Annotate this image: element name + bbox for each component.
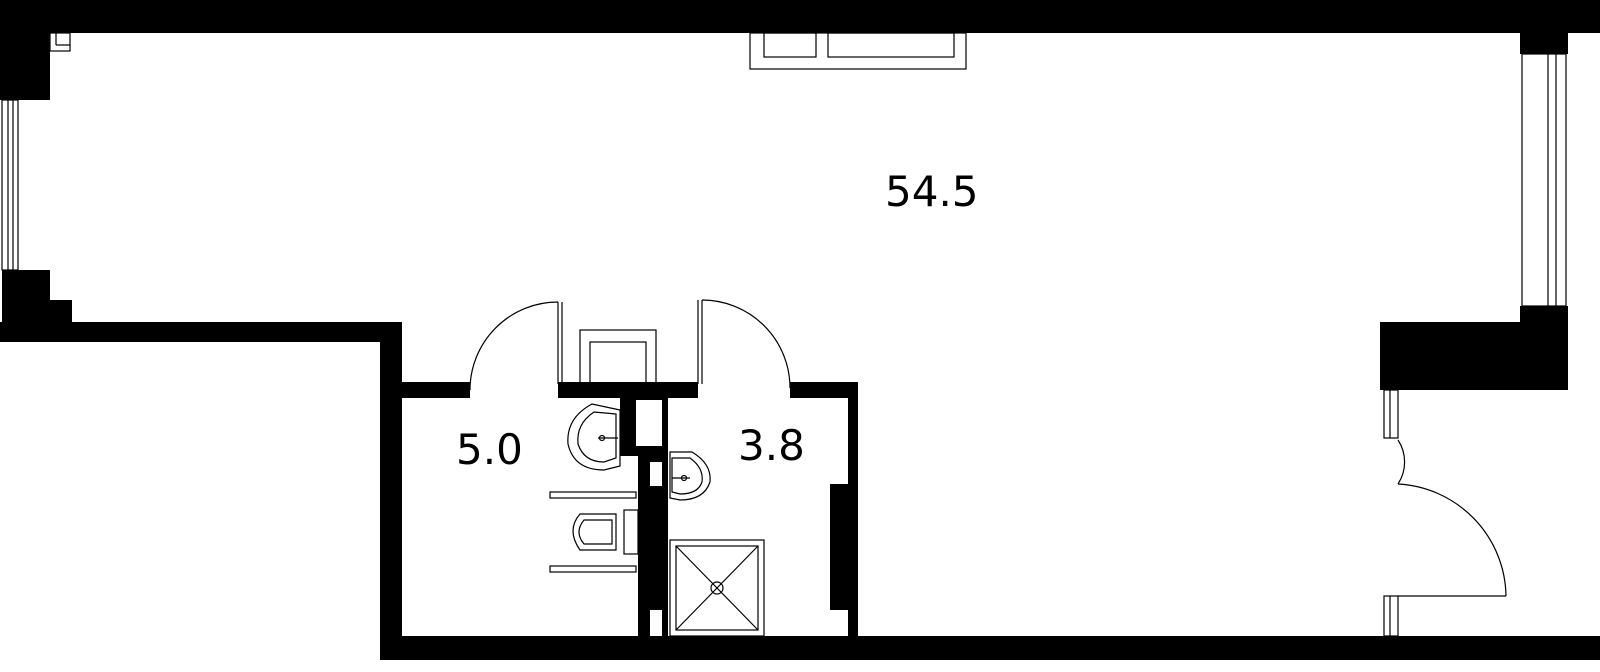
- bathroom-area: 5.0: [456, 425, 523, 474]
- toilet-icon: [572, 509, 639, 555]
- sink-icon: [567, 403, 621, 471]
- wall-bathroom-top-left: [402, 382, 470, 398]
- window-icon: [1383, 389, 1399, 637]
- window-icon: [49, 32, 71, 52]
- door-swing-icon: [469, 301, 563, 391]
- cabinet-icon: [579, 329, 657, 385]
- wall-bottom: [380, 636, 1600, 660]
- door-swing-icon: [1397, 439, 1507, 597]
- wall-shower-right-thick: [830, 484, 848, 610]
- wall-bottom-left: [0, 322, 402, 342]
- shower-tray-icon: [669, 539, 765, 637]
- shower-room-area: 3.8: [738, 421, 805, 470]
- doors: [469, 299, 1507, 597]
- sink-icon: [669, 451, 711, 501]
- wall-right-pillar: [1380, 322, 1568, 390]
- wall-right-upper: [1520, 0, 1568, 54]
- wall-shower-right: [848, 382, 858, 638]
- radiator-unit: [749, 32, 967, 70]
- window-icon: [1, 99, 19, 271]
- wall-right-pillar-top: [1520, 306, 1568, 326]
- room-labels: 54.5 5.0 3.8: [456, 167, 979, 474]
- wall-bathroom-top-mid: [558, 382, 698, 398]
- window-icon: [1521, 53, 1567, 307]
- grab-bar-icon: [549, 491, 637, 573]
- partition-gap-3: [650, 610, 662, 636]
- fixtures: [549, 329, 765, 637]
- door-swing-icon: [697, 299, 791, 389]
- wall-right-edge: [1566, 0, 1600, 33]
- wall-left-upper: [0, 0, 50, 100]
- wall-bathroom-left: [380, 322, 402, 658]
- windows: [1, 32, 1567, 637]
- wall-shower-top-right: [790, 382, 858, 398]
- main-room-area: 54.5: [885, 167, 979, 216]
- wall-top: [0, 0, 1600, 33]
- partition-openings: [636, 400, 662, 636]
- partition-gap-1: [636, 400, 662, 446]
- partition-gap-2: [650, 462, 662, 486]
